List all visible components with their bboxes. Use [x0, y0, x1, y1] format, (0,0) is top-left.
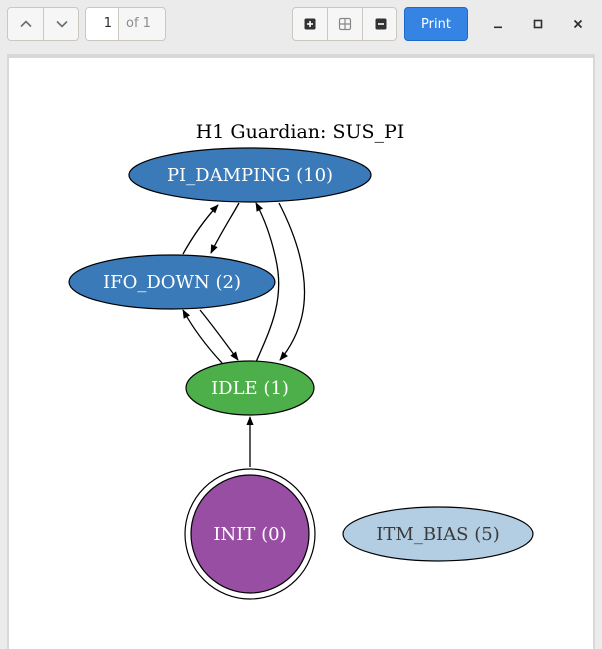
node-idle: IDLE (1)	[185, 360, 315, 416]
page-nav-group	[7, 7, 79, 41]
zoom-out-icon	[375, 18, 386, 30]
zoom-in-icon	[304, 18, 316, 30]
zoom-fit-button[interactable]	[328, 8, 363, 40]
minimize-button[interactable]	[486, 12, 510, 36]
minimize-icon	[494, 26, 502, 29]
maximize-icon	[533, 19, 543, 29]
graph-edges	[182, 202, 306, 467]
zoom-in-button[interactable]	[293, 8, 328, 40]
node-init-label: INIT (0)	[213, 524, 286, 545]
zoom-out-button[interactable]	[363, 8, 396, 40]
state-graph: H1 Guardian: SUS_PI PI_DAMPING (10) IFO_…	[68, 121, 534, 600]
page-number-box: 1 of 1	[85, 7, 166, 41]
node-pi-damping-label: PI_DAMPING (10)	[167, 165, 333, 186]
next-page-button[interactable]	[44, 8, 78, 40]
previous-page-button[interactable]	[8, 8, 44, 40]
chevron-down-icon	[56, 20, 68, 28]
node-idle-label: IDLE (1)	[211, 378, 289, 399]
toolbar: 1 of 1 Print	[0, 0, 602, 48]
edge-pi-damping-to-idle	[278, 202, 306, 361]
graph-title: H1 Guardian: SUS_PI	[196, 121, 405, 143]
maximize-button[interactable]	[526, 12, 550, 36]
node-pi-damping: PI_DAMPING (10)	[128, 147, 372, 203]
edge-idle-to-pi-damping	[255, 202, 280, 363]
node-itm-bias: ITM_BIAS (5)	[342, 506, 534, 562]
document-page: H1 Guardian: SUS_PI PI_DAMPING (10) IFO_…	[9, 58, 593, 649]
close-button[interactable]	[566, 12, 590, 36]
chevron-up-icon	[19, 20, 32, 28]
edge-ifo-down-to-pi-damping	[182, 204, 219, 255]
print-button[interactable]: Print	[404, 7, 468, 41]
edge-idle-to-ifo-down	[182, 309, 223, 364]
node-init: INIT (0)	[184, 468, 316, 600]
zoom-fit-icon	[338, 17, 352, 31]
page-number-input[interactable]: 1	[86, 8, 119, 40]
page-total-label: of 1	[126, 16, 151, 31]
edge-pi-damping-to-ifo-down	[210, 202, 240, 254]
zoom-group	[292, 7, 397, 41]
close-icon	[573, 19, 583, 29]
node-ifo-down: IFO_DOWN (2)	[68, 254, 276, 310]
node-ifo-down-label: IFO_DOWN (2)	[103, 272, 241, 293]
edge-ifo-down-to-idle	[199, 309, 239, 361]
node-itm-bias-label: ITM_BIAS (5)	[376, 524, 499, 545]
